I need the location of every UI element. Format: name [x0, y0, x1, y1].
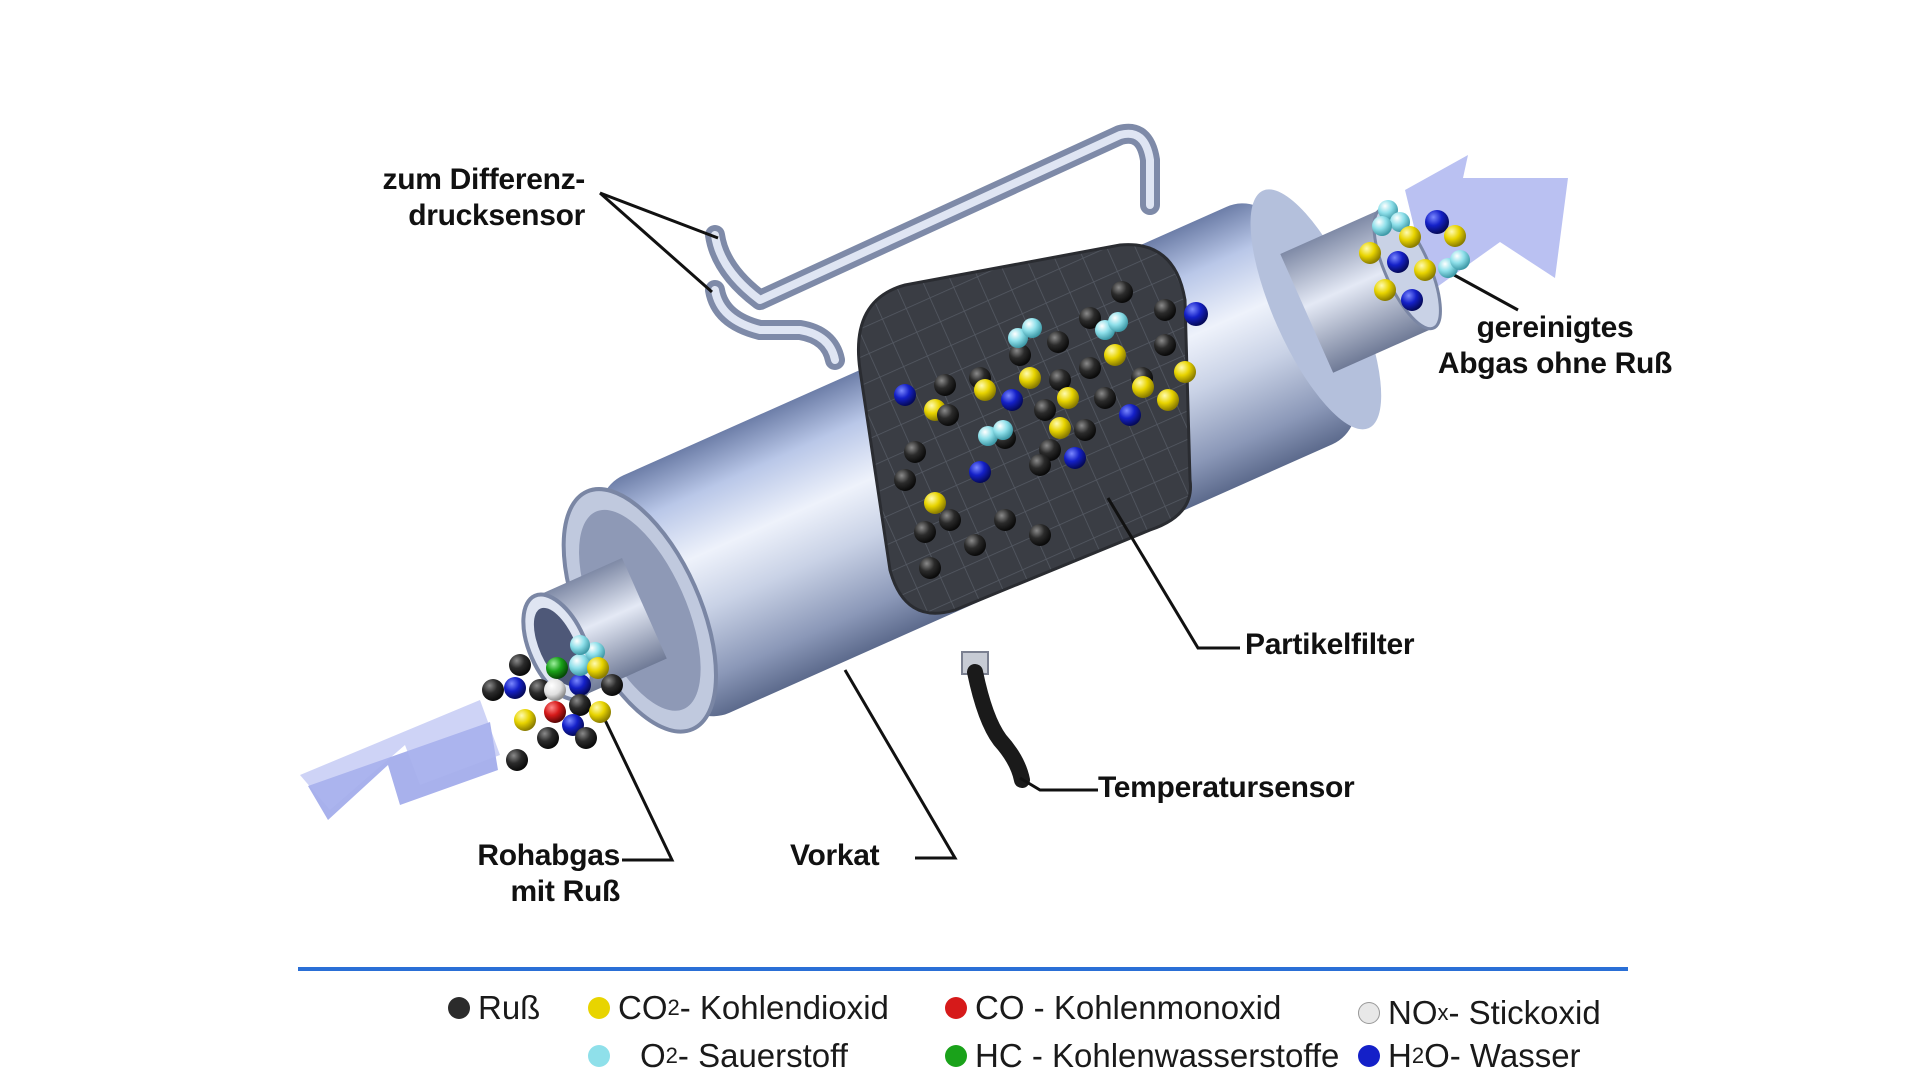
hc-dot-icon	[945, 1045, 967, 1067]
inflow-molecules	[482, 635, 623, 771]
filter-molecules	[894, 281, 1208, 579]
label-line: Abgas ohne Ruß	[1437, 347, 1673, 380]
label-partikelfilter: Partikelfilter	[1245, 628, 1415, 661]
legend-formula: O	[640, 1037, 666, 1074]
label-line: Rohabgas	[477, 839, 620, 872]
legend-formula: H	[1388, 1037, 1412, 1074]
legend-text: - Stickoxid	[1448, 994, 1601, 1031]
co2-dot-icon	[588, 997, 610, 1019]
h2o-dot-icon	[1358, 1045, 1380, 1067]
legend-text: - Wasser	[1449, 1037, 1581, 1074]
legend-text: - Kohlendioxid	[679, 989, 889, 1026]
legend-formula: O	[1424, 1037, 1450, 1074]
differential-pressure-pipes	[705, 123, 1160, 370]
label-gereinigtes-abgas: gereinigtes Abgas ohne Ruß	[1410, 310, 1700, 382]
legend-hc: HC - Kohlenwasserstoffe	[945, 1036, 1339, 1076]
label-line: gereinigtes	[1476, 311, 1634, 344]
label-rohabgas: Rohabgas mit Ruß	[410, 838, 620, 910]
label-temperatursensor: Temperatursensor	[1098, 771, 1355, 804]
legend-soot: Ruß	[448, 988, 540, 1028]
legend-text: CO - Kohlenmonoxid	[975, 989, 1282, 1026]
soot-dot-icon	[448, 997, 470, 1019]
outflow-arrow	[1405, 155, 1568, 292]
label-differenzdrucksensor: zum Differenz- drucksensor	[330, 162, 586, 234]
label-line: drucksensor	[408, 199, 585, 232]
legend-divider	[298, 967, 1628, 971]
particle-filter-cutaway	[857, 243, 1192, 615]
label-line: mit Ruß	[510, 875, 620, 908]
o2-dot-icon	[588, 1045, 610, 1067]
legend-formula: NO	[1388, 994, 1438, 1031]
co-dot-icon	[945, 997, 967, 1019]
legend-text: Ruß	[478, 989, 541, 1026]
label-vorkat: Vorkat	[790, 839, 880, 872]
legend-co: CO - Kohlenmonoxid	[945, 988, 1281, 1028]
nox-dot-icon	[1358, 1002, 1380, 1024]
label-line: zum Differenz-	[382, 163, 586, 196]
legend-text: HC - Kohlenwasserstoffe	[975, 1037, 1340, 1074]
legend-text: - Sauerstoff	[677, 1037, 848, 1074]
temperature-sensor-cable	[961, 651, 1030, 788]
legend-formula: CO	[618, 989, 668, 1026]
outflow-molecules	[1359, 200, 1470, 311]
leader-lines	[599, 191, 1519, 862]
